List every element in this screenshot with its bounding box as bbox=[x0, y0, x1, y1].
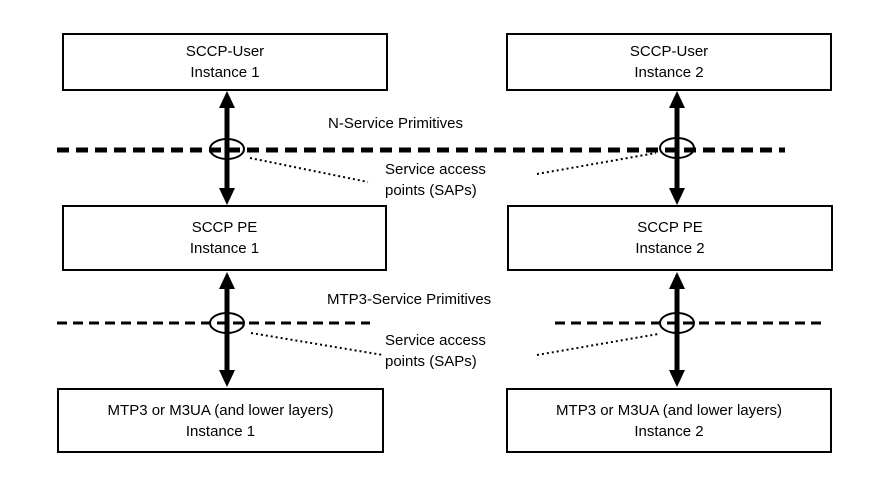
box-sccp-user-instance-2: SCCP-User Instance 2 bbox=[506, 33, 832, 91]
upper-left-sap-leader-line bbox=[249, 157, 369, 183]
box-mtp3-m3ua-instance-2: MTP3 or M3UA (and lower layers) Instance… bbox=[506, 388, 832, 453]
box-title: MTP3 or M3UA (and lower layers) bbox=[107, 401, 334, 419]
box-title: SCCP-User bbox=[185, 43, 265, 60]
upper-right-sap-leader-line bbox=[536, 152, 657, 175]
box-title: SCCP PE bbox=[191, 219, 258, 236]
box-title: SCCP-User bbox=[629, 43, 709, 60]
lower-right-sap-leader-line bbox=[536, 333, 659, 356]
box-instance: Instance 2 bbox=[634, 422, 704, 440]
label-service-access-points-upper: Service access points (SAPs) bbox=[385, 159, 486, 201]
double-arrow-sccp-user-2-to-sccp-pe-2 bbox=[669, 91, 685, 205]
box-sccp-user-instance-1: SCCP-User Instance 1 bbox=[62, 33, 388, 91]
box-sccp-pe-instance-2: SCCP PE Instance 2 bbox=[507, 205, 833, 271]
sap-ellipse-lower-left bbox=[209, 312, 245, 334]
double-arrow-sccp-user-1-to-sccp-pe-1 bbox=[219, 91, 235, 205]
double-arrow-sccp-pe-1-to-mtp3-1 bbox=[219, 272, 235, 387]
label-mtp3-service-primitives: MTP3-Service Primitives bbox=[327, 291, 492, 308]
label-n-service-primitives: N-Service Primitives bbox=[328, 115, 464, 132]
box-instance: Instance 1 bbox=[189, 240, 260, 257]
label-service-access-points-lower: Service access points (SAPs) bbox=[385, 330, 486, 372]
sap-ellipse-upper-right bbox=[659, 137, 695, 159]
sap-ellipse-lower-right bbox=[659, 312, 695, 334]
label-line: points (SAPs) bbox=[385, 353, 477, 370]
box-instance: Instance 2 bbox=[635, 240, 705, 257]
label-line: points (SAPs) bbox=[385, 182, 477, 199]
box-instance: Instance 1 bbox=[185, 422, 256, 440]
label-line: Service access bbox=[385, 332, 486, 349]
box-title: SCCP PE bbox=[637, 219, 703, 236]
box-sccp-pe-instance-1: SCCP PE Instance 1 bbox=[62, 205, 387, 271]
lower-left-sap-leader-line bbox=[250, 332, 384, 356]
label-line: Service access bbox=[385, 161, 486, 178]
box-instance: Instance 1 bbox=[190, 64, 260, 81]
sap-ellipse-upper-left bbox=[209, 138, 245, 160]
double-arrow-sccp-pe-2-to-mtp3-2 bbox=[669, 272, 685, 387]
box-title: MTP3 or M3UA (and lower layers) bbox=[556, 401, 782, 419]
box-instance: Instance 2 bbox=[634, 64, 704, 81]
box-mtp3-m3ua-instance-1: MTP3 or M3UA (and lower layers) Instance… bbox=[57, 388, 384, 453]
